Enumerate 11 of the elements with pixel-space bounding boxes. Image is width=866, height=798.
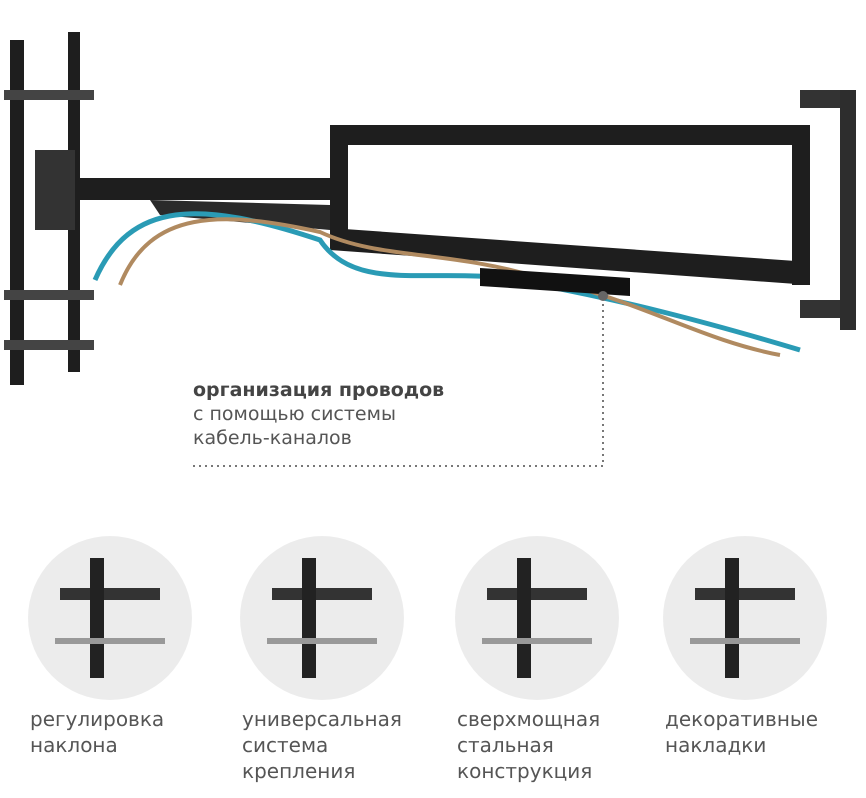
mount-photo xyxy=(240,536,404,700)
photo-caption: универсальная система крепления xyxy=(242,706,403,784)
tilt-joint-photo xyxy=(28,536,192,700)
arm-photo xyxy=(663,536,827,700)
mount-photo xyxy=(455,536,619,700)
leader-line xyxy=(193,291,608,467)
photo-caption: декоративные накладки xyxy=(665,706,820,758)
photo-caption: регулировка наклона xyxy=(30,706,166,758)
cable-channel xyxy=(480,268,630,296)
photo-caption: сверхмощная стальная конструкция xyxy=(457,706,602,784)
callout-text: организация проводов с помощью системы кабель-каналов xyxy=(193,378,463,450)
